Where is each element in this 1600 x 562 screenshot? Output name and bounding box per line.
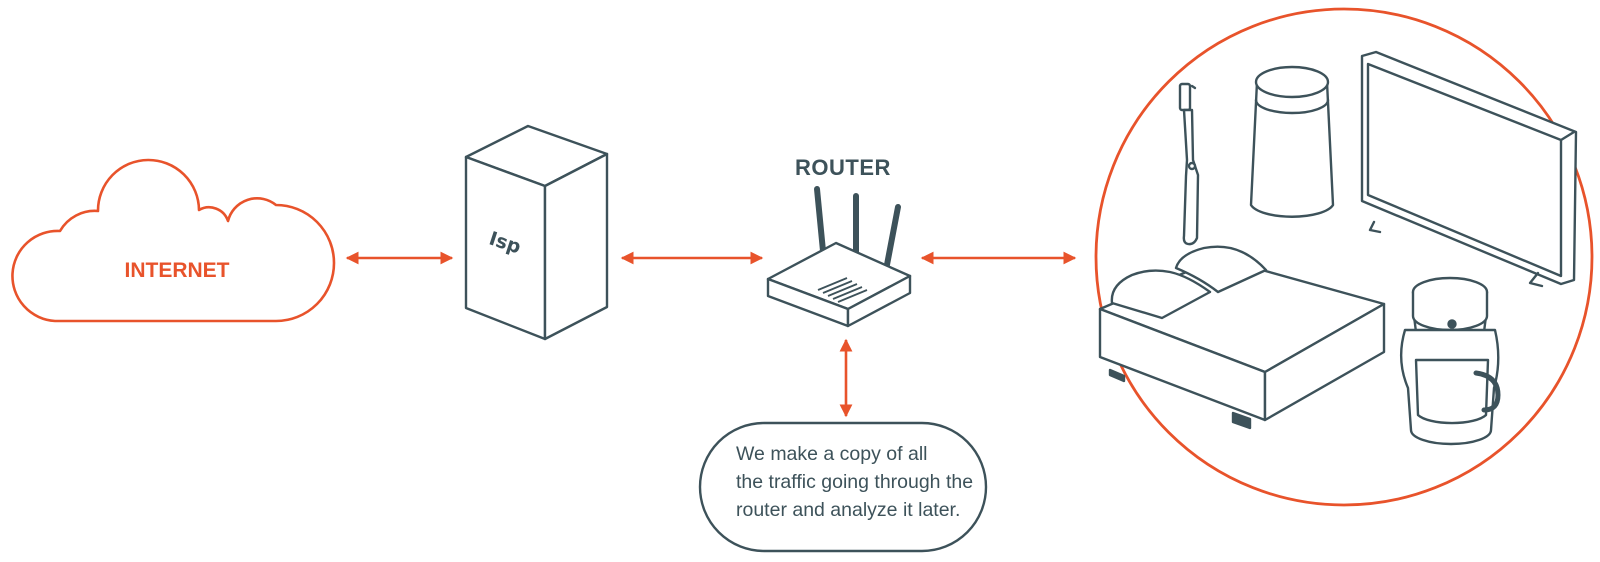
router-node: ROUTER bbox=[766, 155, 912, 328]
note-line: We make a copy of all bbox=[736, 443, 928, 465]
smart-speaker-icon bbox=[1249, 65, 1335, 218]
server-box-icon bbox=[464, 124, 609, 341]
internet-label: INTERNET bbox=[125, 259, 230, 282]
isp-node: Isp bbox=[464, 124, 609, 341]
television-icon bbox=[1360, 50, 1578, 288]
bed-icon bbox=[1098, 245, 1386, 430]
note-line: the traffic going through the bbox=[736, 471, 974, 493]
coffee-maker-icon bbox=[1400, 276, 1501, 446]
note-bubble bbox=[698, 421, 988, 553]
toothbrush-icon bbox=[1178, 82, 1200, 246]
cloud-icon bbox=[11, 158, 336, 323]
note-line: router and analyze it later. bbox=[736, 499, 961, 521]
router-label: ROUTER bbox=[795, 155, 891, 180]
home-devices bbox=[1098, 50, 1578, 446]
internet-node: INTERNET bbox=[11, 158, 336, 323]
router-icon bbox=[766, 186, 912, 328]
note-text: We make a copy of all the traffic going … bbox=[736, 440, 996, 524]
